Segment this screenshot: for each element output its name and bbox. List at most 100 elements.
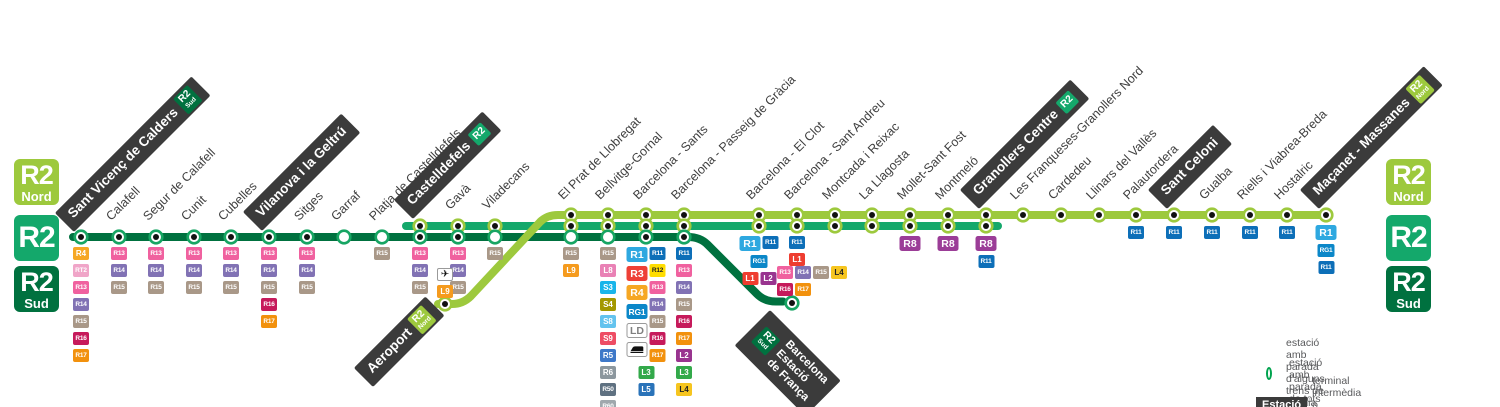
station-gava-dot-all-trains (450, 229, 466, 245)
connection-l1-badge: L1 (789, 253, 805, 266)
station-connections-riells-i-viabrea-breda: R11 (1242, 226, 1258, 239)
badge-column: R11 (1166, 226, 1182, 239)
legend-all-trains-label: estació amb parada de tots els trens de … (1289, 357, 1323, 407)
connection-r13-badge: R13 (777, 266, 793, 279)
badge-row: R11 (789, 236, 805, 249)
station-connections-hostalric: R11 (1279, 226, 1295, 239)
connection-r13-badge: R13 (649, 281, 666, 294)
connection-r13-badge: R13 (186, 247, 202, 260)
station-barcelona-estacio-de-franca-dot-all-trains (784, 295, 800, 311)
connection-r14-badge: R14 (299, 264, 315, 277)
station-mollet-sant-fost-dot-all-trains (902, 218, 918, 234)
connection-r14-badge: R14 (450, 264, 466, 277)
connection-r15-badge: R15 (676, 298, 692, 311)
connection-l3-badge: L3 (638, 366, 654, 379)
connection-r11-badge: R11 (789, 236, 805, 249)
connection-l2-badge: L2 (676, 349, 692, 362)
connection-r15-badge: R15 (223, 281, 239, 294)
legend-terminal-icon: Estació (1256, 397, 1308, 407)
station-bellvitge-gornal-dot-all-trains (600, 218, 616, 234)
connection-r13-badge: R13 (73, 281, 89, 294)
connection-r1-badge: R1 (626, 247, 648, 262)
station-bellvitge-gornal-dot-some-trains (600, 229, 616, 245)
connection-l5-badge: L5 (638, 383, 654, 396)
connection-r15-badge: R15 (73, 315, 89, 328)
connection-r14-badge: R14 (148, 264, 164, 277)
station-palautordera-dot-all-trains (1128, 207, 1144, 223)
station-barcelona-sant-andreu-dot-all-trains (789, 218, 805, 234)
connection-r15-badge: R15 (487, 247, 503, 260)
station-connections-aeroport: ✈L9 (437, 268, 453, 298)
connection-r8-badge: R8 (937, 236, 959, 251)
station-segur-de-calafell-dot-all-trains (148, 229, 164, 245)
connection-r13-badge: R13 (261, 247, 277, 260)
badge-column: R11 (1242, 226, 1258, 239)
connection-r1-badge: R1 (1315, 225, 1337, 240)
badge-columns: R15 (374, 247, 390, 260)
station-connections-palautordera: R11 (1128, 226, 1144, 239)
connection-r16-badge: R16 (777, 283, 793, 296)
line-label-r2: R2 (14, 215, 59, 261)
station-sant-celoni-dot-all-trains (1166, 207, 1182, 223)
connection-r15-badge: R15 (649, 315, 666, 328)
badge-row: L3 (638, 366, 654, 379)
connection-r14-badge: R14 (73, 298, 89, 311)
connection-r15-badge: R15 (600, 247, 616, 260)
badge-row: L9 (437, 285, 453, 298)
badge-columns: R11 (1279, 226, 1295, 239)
connection-l4-badge: L4 (676, 383, 692, 396)
station-el-prat-de-llobregat-dot-all-trains (563, 218, 579, 234)
station-calafell-dot-all-trains (111, 229, 127, 245)
connection-l3-badge: L3 (676, 366, 692, 379)
badge-column: R11 (1279, 226, 1295, 239)
station-montmelo-dot-all-trains (940, 218, 956, 234)
station-castelldefels-dot-all-trains (412, 229, 428, 245)
connection-r11-badge: R11 (649, 247, 666, 260)
badge-rows: R8 (937, 236, 959, 251)
connection-r4-badge: R4 (626, 285, 648, 300)
station-barcelona-el-clot-dot-all-trains (751, 218, 767, 234)
connection-r11-badge: R11 (676, 247, 692, 260)
connection-r15-badge: R15 (186, 281, 202, 294)
station-barcelona-passeig-de-gracia-dot-all-trains (676, 229, 692, 245)
connection-r14-badge: R14 (412, 264, 428, 277)
badge-row: R8 (937, 236, 959, 251)
connection-r17-badge: R17 (73, 349, 89, 362)
connection-l8-badge: L8 (600, 264, 616, 277)
line-tag-r2: R2 (1055, 89, 1080, 114)
connection-r11-badge: R11 (762, 236, 779, 249)
badge-columns: R15 (487, 247, 503, 260)
connection-r16-badge: R16 (261, 298, 277, 311)
connection-r11-badge: R11 (1166, 226, 1182, 239)
connection-r14-badge: R14 (649, 298, 666, 311)
badge-columns: R11 (1242, 226, 1258, 239)
connection-r6-badge: R6 (600, 366, 616, 379)
connection-l9-badge: L9 (563, 264, 579, 277)
connection-r13-badge: R13 (223, 247, 239, 260)
station-les-franqueses-granollers-nord-dot-all-trains (1015, 207, 1031, 223)
